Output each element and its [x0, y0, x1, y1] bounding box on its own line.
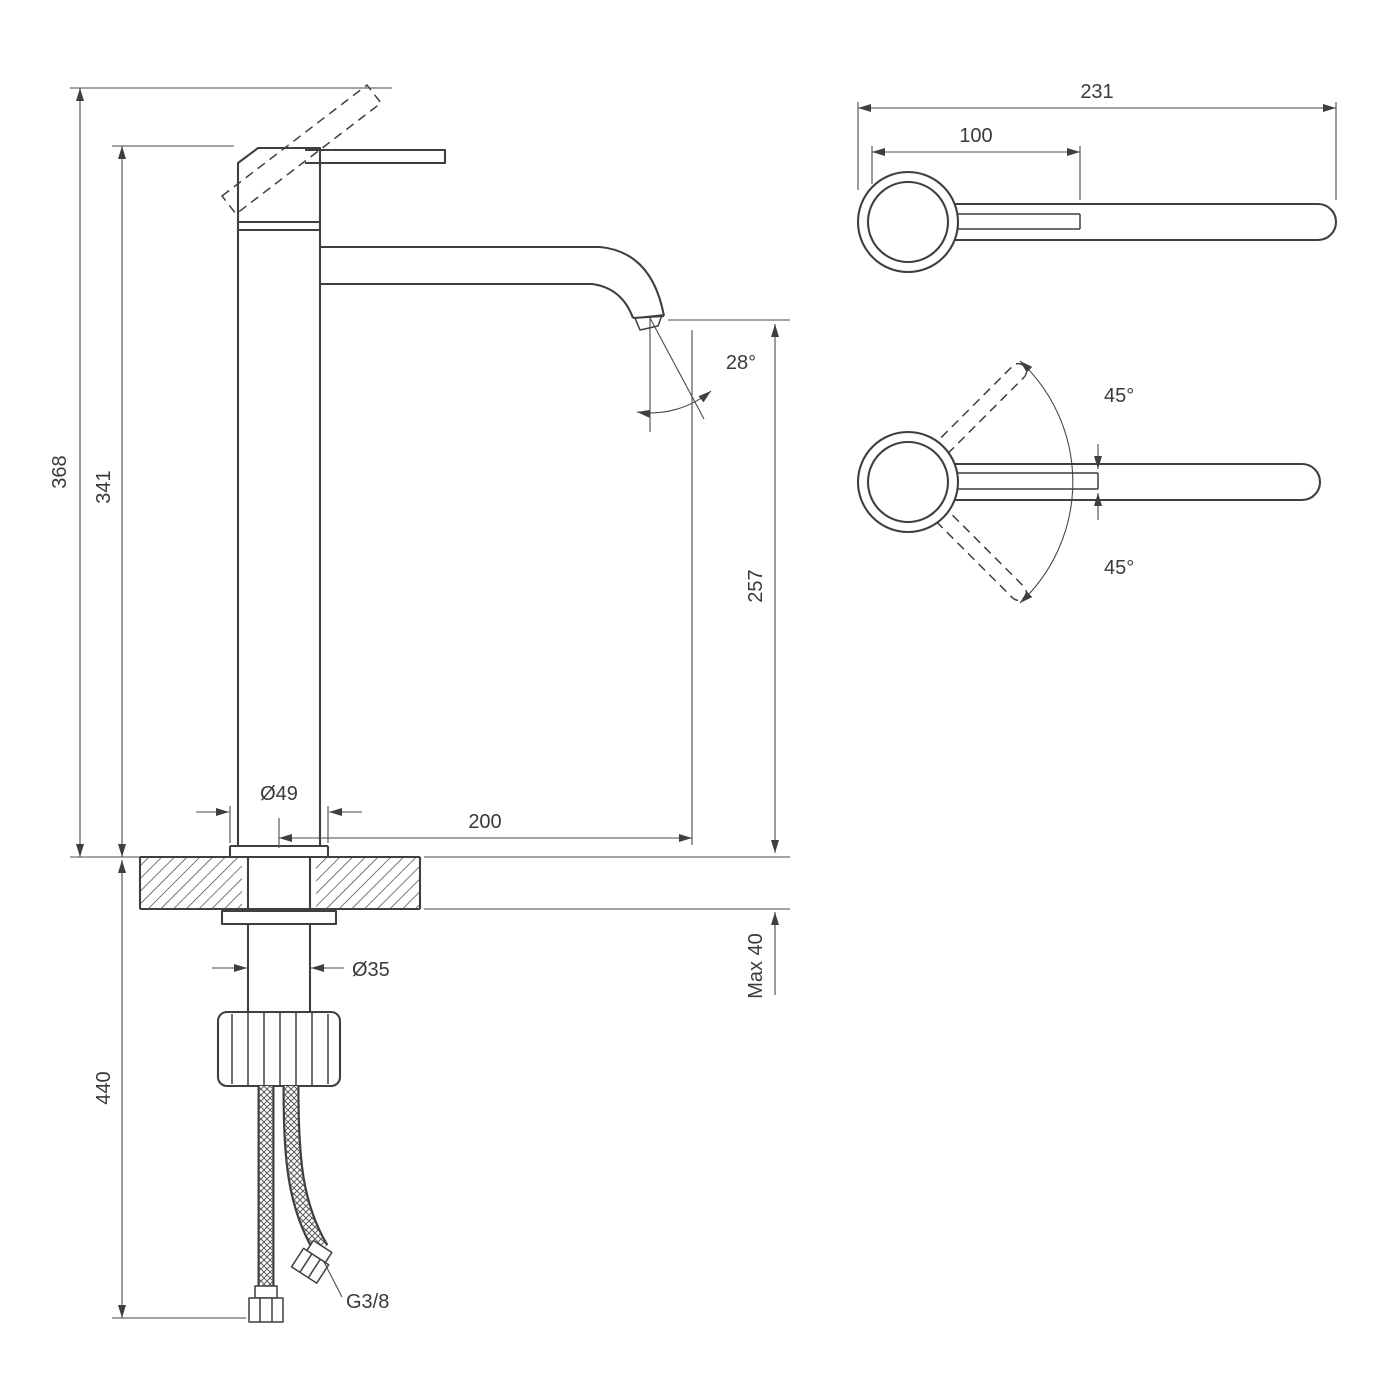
top-view-length: 231 100: [856, 81, 1338, 274]
spout-angle-reference-lines: [649, 317, 705, 432]
body-circle-outer-swing: [856, 430, 960, 534]
dim-spout-reach: 200: [468, 811, 501, 833]
deck-hatch-right: [316, 858, 419, 908]
dim-handle-swing-up: 45°: [1104, 385, 1134, 407]
g38-leader-line: [323, 1261, 343, 1298]
front-view: 28° G3/8: [49, 83, 790, 1323]
handle-slot-lines-swing: [950, 472, 1099, 490]
aerator-outline: [634, 314, 663, 331]
dim-overall-height: 368: [49, 455, 71, 488]
body-circle-inner-swing: [866, 440, 950, 524]
shank-outline: [246, 858, 312, 1012]
dim-hose-thread: G3/8: [346, 1291, 389, 1313]
lever-handle-outline: [305, 148, 447, 165]
dim-body-height: 341: [93, 470, 115, 503]
spout-bar-swing-outline: [944, 462, 1322, 502]
dim-handle-swing-down: 45°: [1104, 557, 1134, 579]
dim-handle-length: 100: [959, 125, 992, 147]
ext-lines-368: [70, 87, 392, 858]
mounting-nut-outline: [216, 1010, 342, 1088]
body-circle-outer-top: [856, 170, 960, 274]
faucet-column-outline: [228, 230, 330, 857]
handle-slot-lines-top: [950, 213, 1081, 230]
top-view-swing: 45° 45°: [856, 360, 1322, 604]
ext-lines-257: [424, 319, 790, 910]
swing-arc: [1019, 360, 1074, 604]
spout-bar-top-outline: [944, 202, 1338, 242]
dim-spout-angle: 28°: [726, 352, 756, 374]
dim-spout-outlet-height: 257: [745, 569, 767, 602]
deck-outline: [138, 855, 422, 911]
spout-outline: [320, 245, 666, 320]
dim-max-counter-thickness: Max 40: [745, 933, 767, 999]
hose-end-fitting-bent: [290, 1239, 333, 1284]
hose-end-fitting-straight: [248, 1285, 284, 1323]
dim-overall-length: 231: [1080, 81, 1113, 103]
faucet-head-outline: [236, 146, 322, 232]
body-circle-inner-top: [866, 180, 950, 264]
dim-shank-diameter: Ø35: [352, 959, 390, 981]
ext-lines-231: [857, 102, 1337, 200]
deck-hatch-left: [141, 858, 242, 908]
dim-base-diameter: Ø49: [260, 783, 298, 805]
ext-lines-200: [278, 330, 693, 848]
spout-angle-arc: [636, 390, 712, 418]
dim-under-counter-length: 440: [93, 1071, 115, 1104]
lever-raised-dashed-outline: [220, 83, 383, 216]
mounting-nut-knurl-lines: [231, 1012, 329, 1086]
supply-hose-bent: [282, 1085, 329, 1254]
washer-outline: [220, 909, 338, 926]
